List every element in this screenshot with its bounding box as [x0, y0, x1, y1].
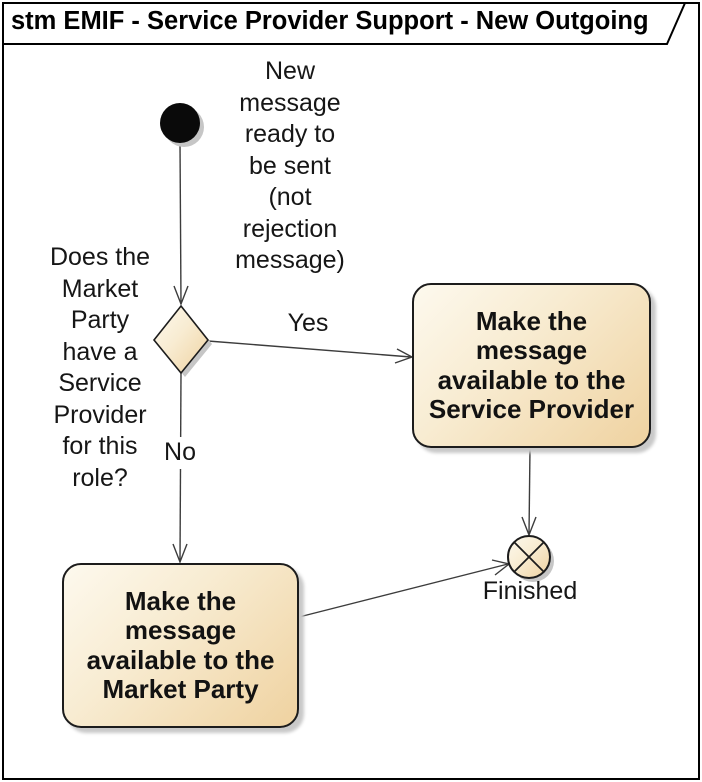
action-make-message-available-market-party[interactable]: Make the message available to the Market…: [62, 563, 299, 728]
trigger-note-label: New message ready to be sent (not reject…: [235, 57, 345, 274]
exit-node-label: Finished: [482, 577, 578, 605]
action-make-message-available-service-provider[interactable]: Make the message available to the Servic…: [412, 283, 651, 448]
arrowhead-into-decision-icon: [173, 285, 189, 306]
action-label: Make the message available to the Servic…: [428, 305, 635, 424]
arrowhead-into-market-party-icon: [172, 543, 188, 564]
guard-yes-label: Yes: [287, 309, 329, 337]
edge-decision-yes: [207, 340, 412, 358]
guard-no-label: No: [160, 437, 200, 469]
initial-node[interactable]: [160, 103, 200, 143]
edge-service-provider-to-exit: [528, 447, 531, 535]
exit-x-stroke-2-icon: [513, 541, 545, 573]
frame-title: stm EMIF - Service Provider Support - Ne…: [11, 7, 649, 35]
action-label: Make the message available to the Market…: [86, 585, 275, 704]
edge-market-party-to-exit: [298, 563, 509, 618]
edge-initial-to-decision: [179, 142, 182, 305]
frame-title-tab: [2, 2, 687, 45]
decision-question-label: Does the Market Party have a Service Pro…: [49, 243, 151, 492]
decision-node[interactable]: [152, 304, 210, 375]
